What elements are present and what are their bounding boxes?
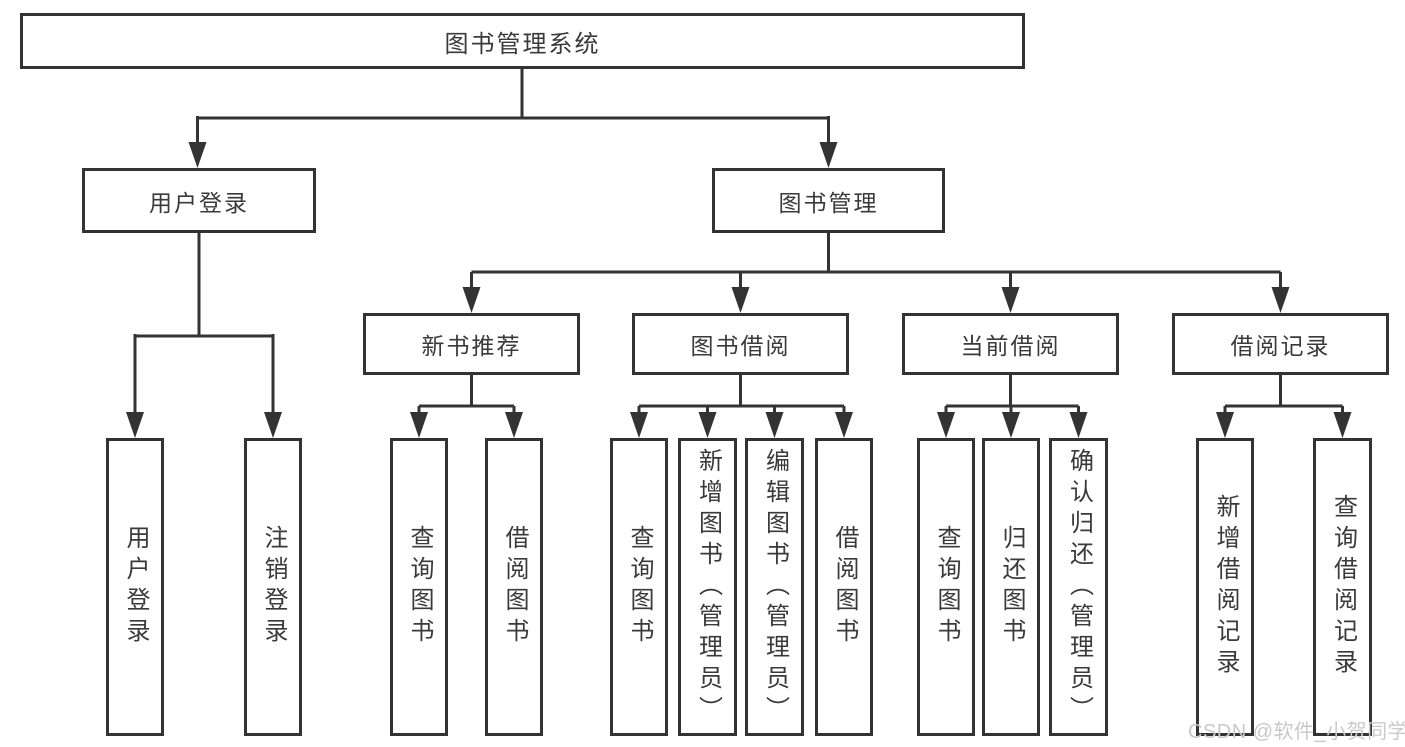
node-label: 编辑图书（管理员） (761, 447, 789, 727)
node-book-management: 图书管理 (712, 168, 945, 233)
node-label: 确认归还（管理员） (1065, 447, 1093, 727)
node-label: 查询图书 (406, 525, 433, 649)
node-label: 查询图书 (626, 525, 653, 649)
leaf-return-books: 归还图书 (982, 438, 1040, 736)
leaf-query-books-current: 查询图书 (917, 438, 975, 736)
node-label: 图书借阅 (690, 333, 791, 359)
node-label: 用户登录 (149, 189, 249, 216)
node-label: 用户登录 (122, 525, 149, 649)
connector-book-borrow-to-leaves (630, 375, 853, 438)
leaf-add-book-admin: 新增图书（管理员） (678, 438, 737, 736)
node-label: 图书管理 (778, 189, 879, 216)
csdn-watermark: CSDN @软件_小贺同学 (1188, 721, 1405, 743)
leaf-query-books-borrow: 查询图书 (610, 438, 668, 736)
leaf-user-login: 用户登录 (106, 438, 164, 736)
leaf-confirm-return-admin: 确认归还（管理员） (1049, 438, 1108, 736)
node-borrow-records: 借阅记录 (1172, 313, 1389, 375)
node-new-book-recommend: 新书推荐 (363, 313, 580, 375)
node-label: 查询借阅记录 (1329, 494, 1357, 680)
node-label: 借阅记录 (1230, 333, 1331, 359)
connector-borrow-records-to-leaves (1216, 375, 1352, 438)
node-label: 借阅图书 (831, 525, 858, 649)
connector-current-borrow-to-leaves (937, 375, 1088, 438)
node-label: 注销登录 (260, 525, 287, 649)
node-label: 新增借阅记录 (1212, 494, 1239, 680)
leaf-logout-login: 注销登录 (244, 438, 302, 736)
leaf-query-borrow-record: 查询借阅记录 (1313, 438, 1372, 736)
connector-root-to-level2 (188, 68, 838, 168)
leaf-borrow-books: 借阅图书 (815, 438, 873, 736)
node-user-login: 用户登录 (82, 168, 316, 233)
node-label: 图书管理系统 (444, 30, 601, 58)
node-label: 新书推荐 (421, 333, 522, 359)
node-label: 归还图书 (998, 525, 1025, 649)
node-label: 新增图书（管理员） (694, 447, 722, 727)
leaf-edit-book-admin: 编辑图书（管理员） (745, 438, 804, 736)
node-label: 当前借阅 (960, 333, 1061, 359)
leaf-add-borrow-record: 新增借阅记录 (1196, 438, 1254, 736)
node-label: 借阅图书 (501, 525, 528, 649)
leaf-borrow-books-recommend: 借阅图书 (485, 438, 543, 736)
node-library-management-system: 图书管理系统 (20, 13, 1025, 69)
connector-new-book-recommend-to-leaves (410, 375, 523, 438)
connector-book-management-to-level3 (462, 233, 1290, 313)
node-current-borrow: 当前借阅 (902, 313, 1119, 375)
node-label: 查询图书 (933, 525, 960, 649)
node-book-borrow: 图书借阅 (632, 313, 849, 375)
leaf-query-books-recommend: 查询图书 (390, 438, 448, 736)
connector-user-login-to-leaves (126, 233, 282, 438)
